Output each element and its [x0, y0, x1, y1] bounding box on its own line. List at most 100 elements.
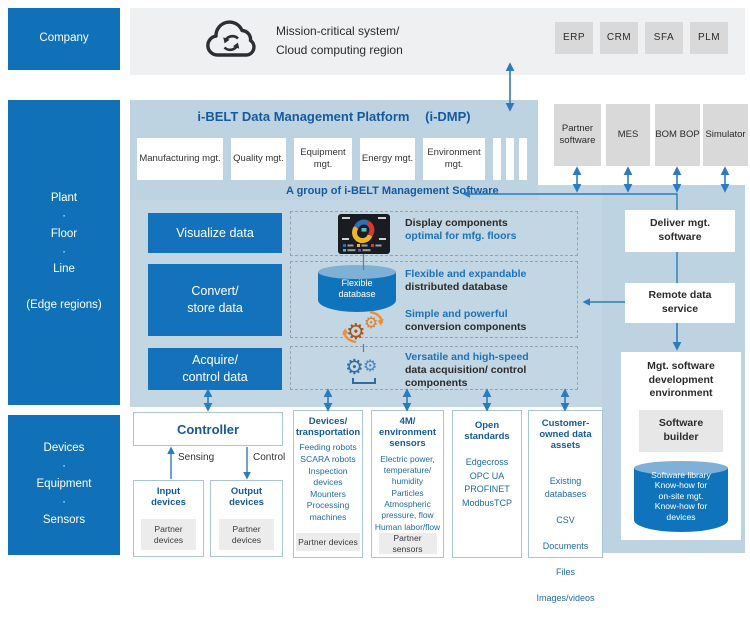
list-item: Processing machines: [306, 500, 350, 522]
column-open-standards: Open standards Edgecross OPC UA PROFINET…: [452, 410, 522, 558]
column-title: 4M/ environment sensors: [378, 416, 436, 450]
list-item: Atmospheric pressure, flow: [381, 498, 434, 521]
acquire-desc-blue: Versatile and high-speed: [405, 351, 529, 363]
more-modules-bar: [493, 138, 501, 180]
column-title: Customer- owned data assets: [539, 418, 592, 452]
cloud-panel-title: Mission-critical system/ Cloud computing…: [276, 24, 403, 57]
external-mes: MES: [606, 104, 650, 166]
sidebar-company-label: Company: [39, 32, 89, 45]
system-crm: CRM: [600, 22, 638, 54]
software-builder-box: Software builder: [639, 409, 723, 452]
list-item: Electric power, temperature/ humidity: [380, 453, 435, 487]
dashboard-donut-icon: [338, 214, 390, 254]
display-components-box: [290, 211, 578, 256]
mgt-dev-environment-title: Mgt. software development environment: [647, 360, 715, 400]
sidebar-company: Company: [8, 8, 120, 70]
svg-text:⚙: ⚙: [345, 355, 364, 379]
output-devices-title: Output devices: [229, 486, 264, 509]
visualize-desc-dark: Display components: [405, 217, 508, 229]
idmp-title: i-BELT Data Management Platform (i-DMP): [130, 109, 538, 124]
list-item: CSV: [556, 514, 575, 525]
cloud-sync-icon: [202, 17, 262, 65]
convert-desc1-dark: distributed database: [405, 281, 508, 294]
remote-data-service-box: Remote data service: [625, 283, 735, 323]
software-library-label: Software library Know-how for on-site mg…: [651, 469, 711, 522]
idmp-header: i-BELT Data Management Platform (i-DMP) …: [130, 100, 538, 200]
partner-sensors-box: Partner sensors: [378, 533, 437, 555]
list-item: SCARA robots: [300, 454, 356, 464]
partner-devices-box: Partner devices: [296, 533, 360, 551]
acquisition-components-box: [290, 346, 578, 390]
list-item: PROFINET: [464, 484, 510, 495]
input-partner-devices: Partner devices: [141, 519, 196, 550]
controller-box: Controller: [133, 412, 283, 446]
group-caption: A group of i-BELT Management Software: [286, 185, 499, 197]
visualize-desc-blue: optimal for mfg. floors: [405, 230, 517, 243]
module-environment: Environment mgt.: [423, 138, 485, 180]
svg-text:⚙: ⚙: [346, 320, 366, 345]
sidebar-edge-regions: Plant · Floor · Line (Edge regions): [8, 100, 120, 405]
column-title: Open standards: [464, 420, 510, 443]
column-4m-sensors: 4M/ environment sensors Electric power, …: [371, 410, 444, 558]
control-label: Control: [253, 452, 286, 463]
idmp-title-main: i-BELT Data Management Platform: [197, 109, 410, 124]
flexible-database-label: Flexible database: [338, 278, 376, 300]
output-partner-devices: Partner devices: [219, 519, 274, 550]
list-item: OPC UA: [469, 470, 505, 481]
svg-text:⚙: ⚙: [363, 356, 377, 375]
svg-text:⚙: ⚙: [364, 313, 378, 332]
sidebar-devices-label: Devices · Equipment · Sensors: [36, 442, 92, 526]
system-plm: PLM: [690, 22, 728, 54]
layer-convert: Convert/ store data: [148, 264, 282, 336]
system-sfa: SFA: [645, 22, 683, 54]
list-item: Mounters: [310, 488, 346, 499]
layer-acquire: Acquire/ control data: [148, 348, 282, 390]
input-devices-title: Input devices: [151, 486, 186, 509]
deliver-mgt-software-box: Deliver mgt. software: [625, 210, 735, 252]
column-devices-transportation: Devices/ transportation Feeding robots S…: [293, 410, 363, 558]
more-modules-bar: [506, 138, 514, 180]
list-item: Inspection devices: [308, 465, 348, 488]
external-simulator: Simulator: [703, 104, 748, 166]
column-title: Devices/ transportation: [295, 416, 361, 439]
list-item: Particles: [391, 487, 424, 498]
sidebar-edge-label: Plant · Floor · Line (Edge regions): [26, 192, 102, 312]
module-energy: Energy mgt.: [360, 138, 415, 180]
system-erp: ERP: [555, 22, 593, 54]
sidebar-devices: Devices · Equipment · Sensors: [8, 415, 120, 555]
conversion-components-box: [290, 261, 578, 338]
output-devices-box: Output devices Partner devices: [210, 480, 283, 557]
acquire-desc: Versatile and high-speed data acquisitio…: [405, 351, 573, 390]
list-item: Files: [555, 566, 575, 577]
more-modules-bar: [519, 138, 527, 180]
layer-visualize: Visualize data: [148, 213, 282, 253]
list-item: Human labor/flow: [374, 521, 441, 532]
acquire-desc-dark: data acquisition/ control components: [405, 364, 527, 390]
list-item: Edgecross: [465, 457, 509, 468]
acquisition-gears-icon: ⚙ ⚙: [338, 350, 392, 388]
column-customer-data-assets: Customer- owned data assets Existing dat…: [528, 410, 603, 603]
list-item: Images/videos: [536, 593, 595, 604]
column-items: Electric power, temperature/ humidity Pa…: [374, 454, 441, 533]
module-manufacturing: Manufacturing mgt.: [137, 138, 223, 180]
idmp-title-suffix: (i-DMP): [425, 109, 471, 124]
column-items: Feeding robots SCARA robots Inspection d…: [296, 442, 360, 523]
external-bom-bop: BOM BOP: [655, 104, 700, 166]
conversion-gears-icon: ⚙ ⚙: [334, 306, 392, 348]
module-equipment: Equipment mgt.: [294, 138, 352, 180]
controller-label: Controller: [176, 421, 240, 437]
software-library-cylinder: Software library Know-how for on-site mg…: [634, 460, 728, 532]
column-items: Existing databases CSV Documents Files I…: [536, 462, 594, 618]
visualize-desc: Display components optimal for mfg. floo…: [405, 217, 516, 243]
list-item: Existing databases: [544, 475, 587, 499]
module-quality: Quality mgt.: [231, 138, 286, 180]
external-partner-software: Partner software: [554, 104, 601, 166]
column-items: Edgecross OPC UA PROFINET ModbusTCP: [462, 456, 512, 510]
input-devices-box: Input devices Partner devices: [133, 480, 204, 557]
convert-desc1-blue: Flexible and expandable: [405, 268, 527, 280]
convert-desc2-dark: conversion components: [405, 321, 527, 334]
flexible-database-cylinder: Flexible database: [318, 265, 396, 312]
layer-visualize-label: Visualize data: [176, 225, 254, 240]
convert-desc-1: Flexible and expandable distributed data…: [405, 268, 526, 294]
mgt-dev-environment-box: Mgt. software development environment So…: [621, 352, 741, 540]
